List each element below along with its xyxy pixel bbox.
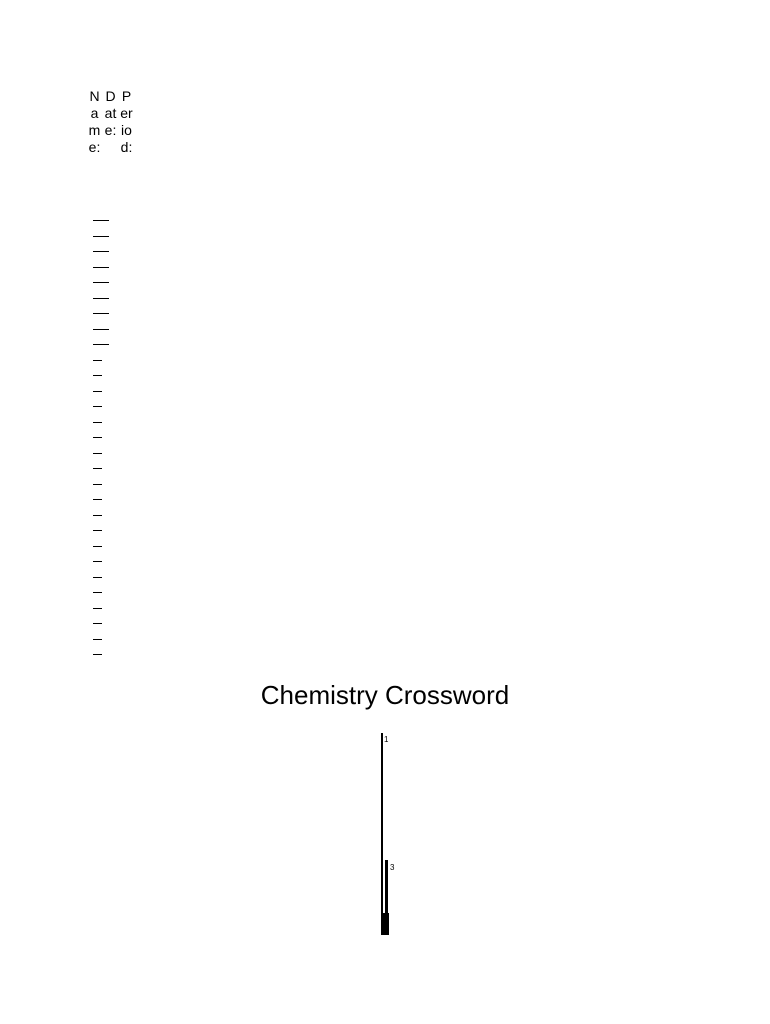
answer-line xyxy=(93,638,102,640)
answer-line xyxy=(93,483,102,485)
date-label: Date: xyxy=(104,88,117,138)
answer-line xyxy=(93,390,102,392)
answer-line xyxy=(93,654,102,655)
clue-number: 1 xyxy=(384,735,389,744)
answer-line xyxy=(93,235,109,237)
page-title: Chemistry Crossword xyxy=(260,680,510,710)
clue-number: 3 xyxy=(390,863,395,872)
period-label: Period: xyxy=(120,88,133,155)
answer-line xyxy=(93,592,102,593)
answer-line xyxy=(93,576,102,578)
answer-line xyxy=(93,328,109,330)
answer-line xyxy=(93,452,102,454)
answer-line xyxy=(93,545,102,547)
answer-line xyxy=(93,406,102,407)
answer-line xyxy=(93,375,102,376)
crossword-column-1 xyxy=(381,733,383,933)
answer-line xyxy=(93,499,102,500)
crossword-column-3 xyxy=(385,860,388,933)
answer-line xyxy=(93,561,102,562)
answer-line xyxy=(93,421,102,423)
answer-line xyxy=(93,313,109,314)
answer-line xyxy=(93,607,102,609)
answer-line xyxy=(93,623,102,624)
answer-line xyxy=(93,359,102,361)
answer-line xyxy=(93,297,109,299)
name-label: Name: xyxy=(88,88,101,155)
answer-line xyxy=(93,251,109,252)
answer-line xyxy=(93,530,102,531)
answer-line xyxy=(93,266,109,268)
crossword-cells-block xyxy=(381,913,389,935)
answer-line xyxy=(93,344,109,345)
answer-line xyxy=(93,437,102,438)
answer-line xyxy=(93,468,102,469)
answer-line xyxy=(93,282,109,283)
answer-line xyxy=(93,220,109,221)
answer-line xyxy=(93,514,102,516)
